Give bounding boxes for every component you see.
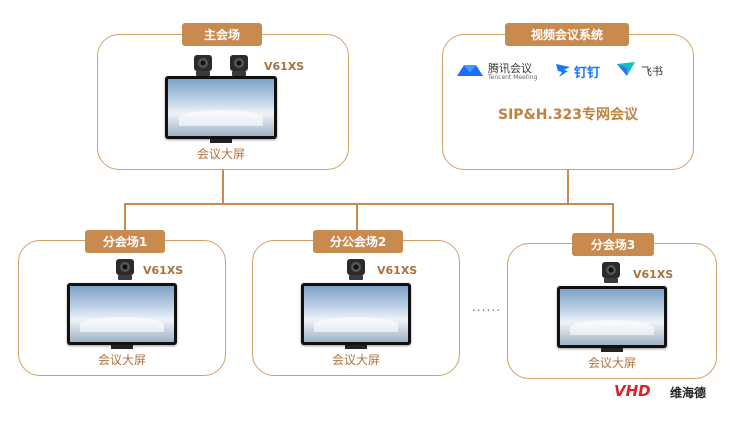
tencent-meeting-icon (457, 65, 483, 76)
camera-icon (347, 259, 365, 280)
connector-branch1 (124, 203, 126, 239)
camera-icon (602, 262, 620, 283)
tencent-meeting-sublabel: Tencent Meeting (488, 74, 538, 81)
camera-icon (116, 259, 134, 280)
connector-branch3 (612, 203, 614, 239)
system-tag: 视频会议系统 (505, 23, 629, 46)
sip-protocol-label: SIP&H.323专网会议 (497, 107, 639, 123)
branch-2-screen-label: 会议大屏 (331, 353, 380, 367)
camera-icon (230, 55, 248, 76)
branch-1-display-screen (67, 283, 177, 349)
more-venues-ellipsis: ...... (472, 300, 501, 314)
branch-venue-1-tag: 分会场1 (85, 230, 165, 253)
connector-horizontal (124, 203, 613, 205)
branch-1-screen-label: 会议大屏 (97, 353, 146, 367)
branch-venue-3-tag: 分会场3 (572, 233, 654, 256)
dingtalk-label: 钉钉 (574, 66, 601, 81)
vhd-logo-cn: 维海德 (670, 386, 707, 400)
vhd-logo: VHD (614, 382, 651, 400)
system-box (442, 34, 694, 170)
branch-1-camera-model: V61XS (143, 264, 184, 277)
main-screen-label: 会议大屏 (196, 147, 245, 161)
tencent-meeting-label: 腾讯会议 (488, 62, 532, 75)
feishu-icon (617, 62, 635, 76)
dingtalk-icon (556, 64, 570, 77)
main-venue-tag: 主会场 (182, 23, 262, 46)
connector-branch2 (356, 203, 358, 239)
connector-system-down (567, 168, 569, 204)
branch-venue-2-tag: 分公会场2 (313, 230, 403, 253)
branch-2-camera-model: V61XS (377, 264, 418, 277)
branch-2-display-screen (301, 283, 411, 349)
main-camera-model: V61XS (264, 60, 305, 73)
connector-main-down (222, 168, 224, 204)
branch-3-screen-label: 会议大屏 (587, 356, 636, 370)
camera-icon (194, 55, 212, 76)
branch-3-display-screen (557, 286, 667, 352)
branch-3-camera-model: V61XS (633, 268, 674, 281)
feishu-label: 飞书 (641, 65, 663, 78)
main-display-screen (165, 76, 277, 143)
